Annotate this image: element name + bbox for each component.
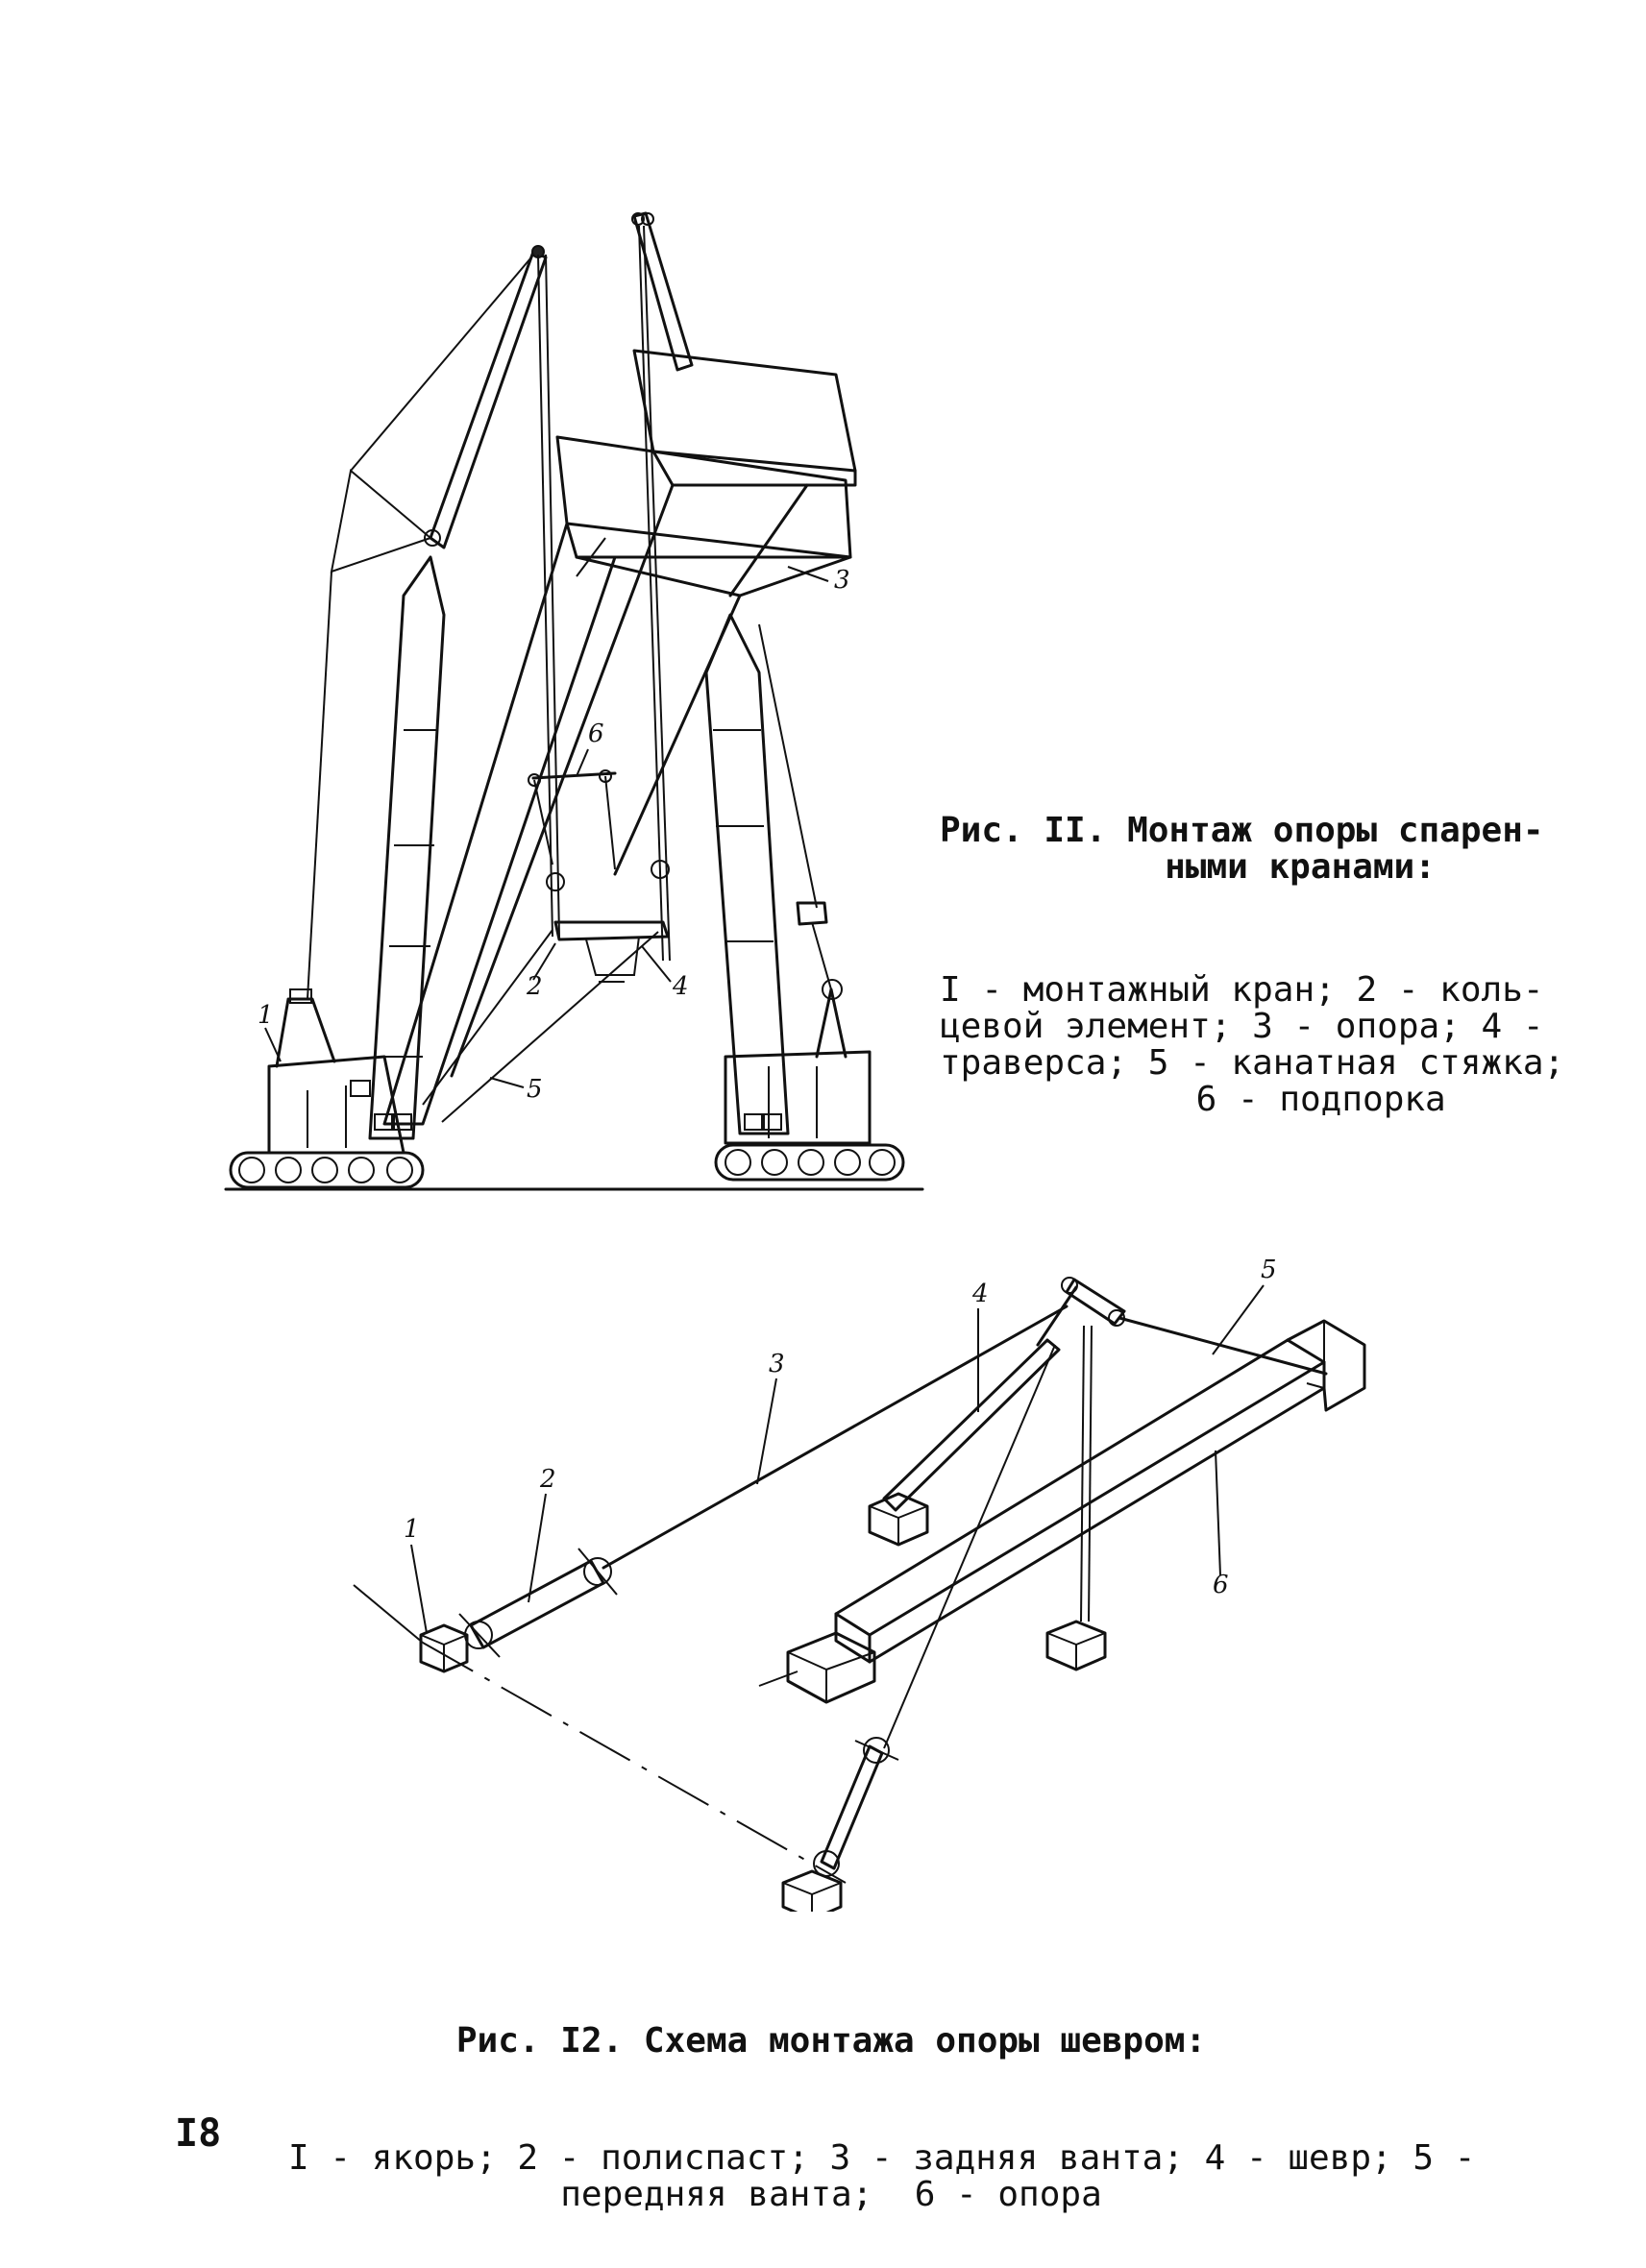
page-number: I8	[175, 2111, 222, 2156]
fig11-label-6: 6	[588, 719, 604, 748]
fig11-label-5: 5	[527, 1075, 543, 1104]
figure-12-gin-pole-drawing: 1 2 3 4 5 6	[353, 1256, 1366, 1912]
figure-11-cranes-drawing: 1 2 3 4 5 6	[224, 211, 924, 1191]
lower-pulley-and-anchor	[781, 1344, 1056, 1912]
front-guy-line	[1118, 1316, 1328, 1376]
gin-pole	[868, 1277, 1126, 1547]
fig12-label-5: 5	[1261, 1256, 1277, 1284]
fig12-label-2: 2	[539, 1465, 556, 1494]
figure-11-caption-title: Рис. II. Монтаж опоры спарен- ными крана…	[940, 811, 1544, 887]
pulley-block	[458, 1548, 618, 1658]
figure-11-caption-body: I - монтажный кран; 2 - коль- цевой элем…	[940, 970, 1565, 1119]
fig12-label-6: 6	[1213, 1571, 1229, 1599]
rear-guy-line	[602, 1305, 1069, 1570]
base-block-right	[1045, 1325, 1107, 1671]
base-block-middle	[758, 1631, 876, 1704]
figure-12-caption-body: I - якорь; 2 - полиспаст; 3 - задняя ван…	[288, 2138, 1476, 2214]
right-crane	[631, 211, 905, 1182]
fig11-label-3: 3	[834, 566, 850, 595]
fig12-label-3: 3	[769, 1350, 785, 1378]
figure-11-caption: Рис. II. Монтаж опоры спарен- ными крана…	[940, 740, 1565, 1155]
fig11-label-4: 4	[672, 972, 689, 1001]
fig11-label-1: 1	[258, 1001, 274, 1030]
fig11-leader-lines	[264, 566, 829, 1088]
fig11-label-2: 2	[526, 972, 543, 1001]
left-crane	[229, 245, 560, 1189]
traverse-assembly	[422, 769, 670, 1123]
fig12-leader-lines	[410, 1284, 1265, 1634]
figure-12-caption-title: Рис. I2. Схема монтажа опоры шевром:	[455, 2021, 1207, 2061]
fig12-label-1: 1	[404, 1515, 420, 1544]
support-structure	[382, 349, 857, 1126]
axis-line	[353, 1584, 847, 1884]
figure-12-caption: Рис. I2. Схема монтажа опоры шевром: I -…	[288, 1950, 1476, 2250]
fig12-label-4: 4	[971, 1280, 989, 1308]
anchor-block-left	[419, 1623, 469, 1673]
